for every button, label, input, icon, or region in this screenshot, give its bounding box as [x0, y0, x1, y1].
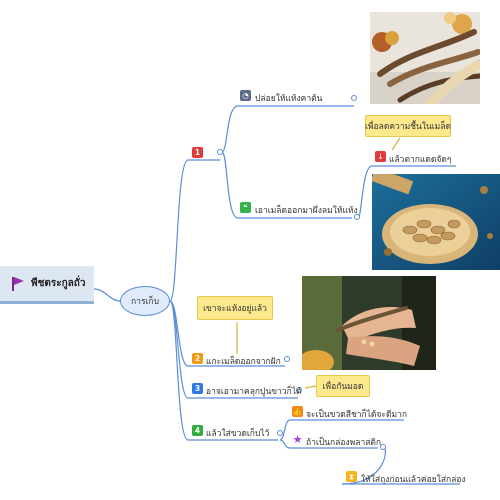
collapse-toggle-branch-4[interactable]	[277, 430, 283, 436]
callout-reduce-moisture[interactable]: เพื่อลดความชื้นในเมล็ด	[365, 115, 451, 137]
clock-icon: ◔	[240, 90, 251, 101]
branch-3-number-badge[interactable]: 3	[192, 383, 203, 394]
topic-air-dry-seeds[interactable]: เอาเมล็ดออกมาผึ่งลมให้แห้ง	[255, 206, 358, 216]
topic-sun-dry[interactable]: แล้วตากแดดจัดๆ	[389, 155, 452, 165]
flag-icon	[12, 276, 24, 291]
topic-mix-lime[interactable]: อาจเอามาคลุกปูนขาวก็ได้	[206, 387, 302, 397]
arrow-down-icon: ↓	[375, 151, 386, 162]
root-node[interactable]: พืชตระกูลถั่ว	[0, 266, 94, 304]
branch-1-number-badge[interactable]: 1	[192, 147, 203, 158]
topic-shell-seeds[interactable]: แกะเมล็ดออกจากฝัก	[206, 357, 281, 367]
collapse-toggle-branch-1[interactable]	[217, 149, 223, 155]
photo-peanuts-spoon	[372, 174, 500, 270]
collapse-toggle-branch-2[interactable]	[284, 356, 290, 362]
root-label: พืชตระกูลถั่ว	[31, 278, 86, 289]
collapse-toggle-let-dry[interactable]	[351, 95, 357, 101]
topic-store-in-bottle[interactable]: แล้วใส่ขวดเก็บไว้	[206, 429, 270, 439]
callout-anti-weevil[interactable]: เพื่อกันมอด	[316, 375, 370, 397]
photo-hands-shelling	[302, 276, 436, 370]
collapse-toggle-branch-3[interactable]	[296, 387, 302, 393]
branch-4-number-badge[interactable]: 4	[192, 425, 203, 436]
branch-2-number-badge[interactable]: 2	[192, 353, 203, 364]
callout-when-dry[interactable]: เขาจะแห้งอยู่แล้ว	[197, 296, 273, 320]
thumbs-up-icon: 👍	[292, 406, 303, 417]
photo-dried-pods	[370, 12, 480, 104]
main-topic-node[interactable]: การเก็บ	[120, 286, 170, 316]
topic-plastic-box[interactable]: ถ้าเป็นกล่องพลาสติก	[306, 438, 382, 448]
collapse-toggle-air-dry[interactable]	[354, 214, 360, 220]
collapse-toggle-plastic-box[interactable]	[380, 444, 386, 450]
quote-icon: ❝	[240, 202, 251, 213]
star-icon: ★	[292, 433, 303, 446]
topic-bag-then-box[interactable]: ให้ใส่ถุงก่อนแล้วค่อยใส่กล่อง	[361, 475, 466, 485]
main-topic-label: การเก็บ	[131, 297, 159, 307]
topic-let-dry-on-plant[interactable]: ปล่อยให้แห้งคาต้น	[255, 94, 323, 104]
topic-amber-bottle[interactable]: จะเป็นขวดสีชาก็ได้จะดีมาก	[306, 410, 408, 420]
hourglass-icon: ⧗	[346, 471, 357, 482]
